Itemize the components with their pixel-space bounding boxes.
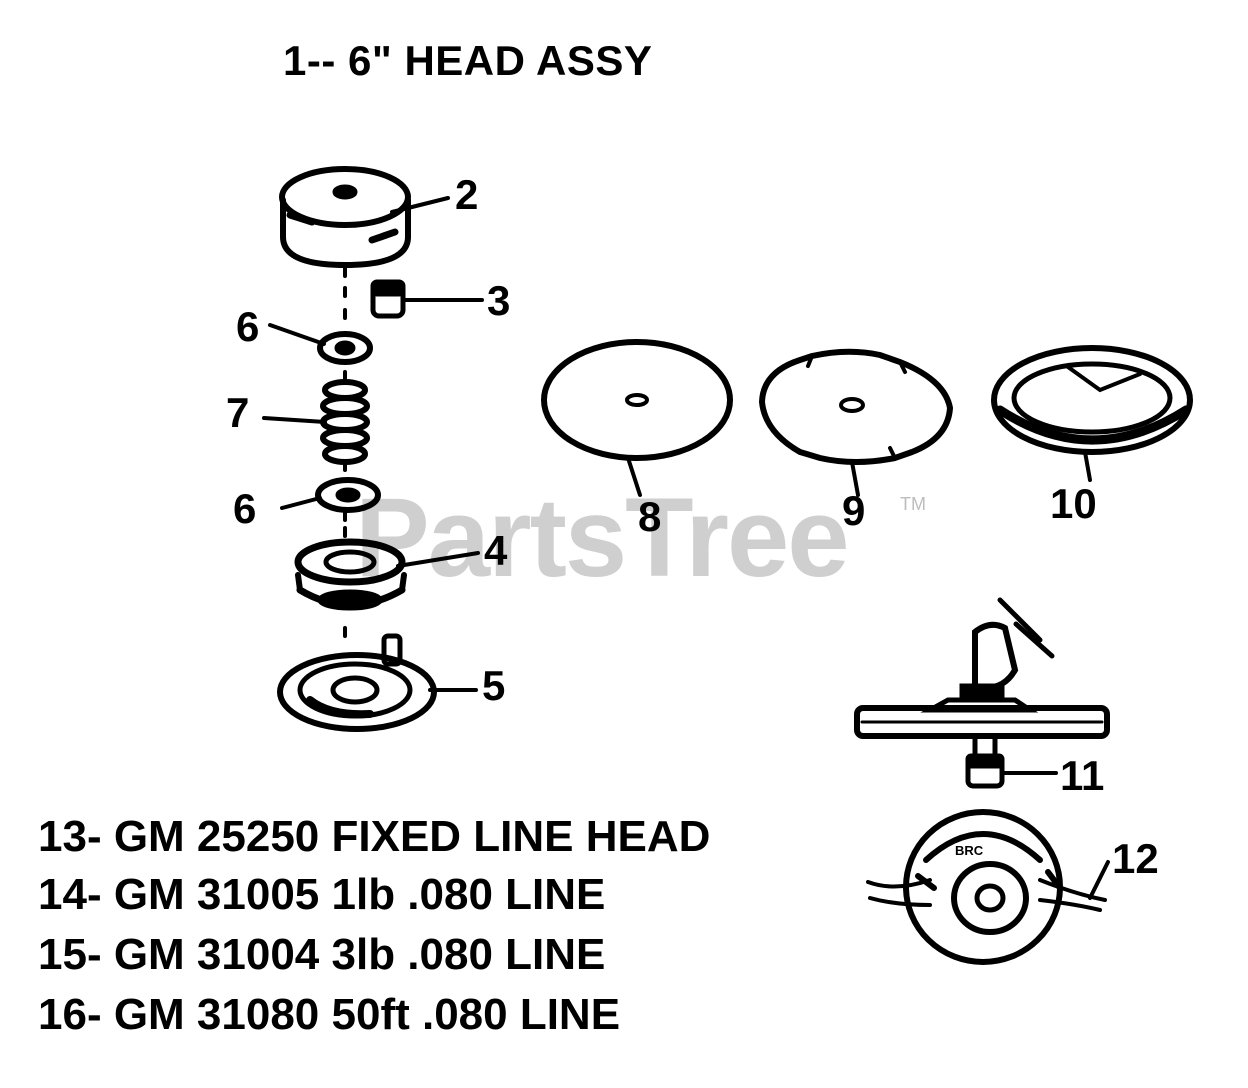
part-3-nut [370,279,406,319]
part-8-disc [541,339,733,461]
watermark-trademark: TM [900,494,926,514]
callout-6-upper: 6 [236,303,260,350]
callout-7: 7 [226,389,250,436]
callout-4: 4 [484,527,508,574]
callout-12: 12 [1112,835,1159,882]
part-6-washer-upper [317,331,373,365]
part-5-housing [277,633,437,732]
part-12-fixed-line-head [866,809,1107,965]
part-7-spring [320,379,370,465]
parts-list-item-13: 13- GM 25250 FIXED LINE HEAD [38,812,711,861]
parts-list-item-14: 14- GM 31005 1lb .080 LINE [38,870,606,919]
part-4-spool [294,538,407,611]
callout-9: 9 [842,487,866,534]
part-10-ring [991,345,1193,455]
assembled-head [854,597,1110,789]
callout-10: 10 [1050,480,1097,527]
callout-11: 11 [1060,752,1105,799]
leader-lines [262,196,1110,900]
part-6-washer-lower [315,477,381,513]
parts-list-item-16: 16- GM 31080 50ft .080 LINE [38,990,621,1039]
part-2-spool-cover [279,166,411,269]
callout-6-lower: 6 [233,485,257,532]
callout-2: 2 [455,171,479,218]
watermark: PartsTree [355,475,850,600]
callout-8: 8 [638,493,662,540]
hub-label: BRC [955,843,984,858]
callout-3: 3 [487,277,511,324]
part-9-notched-disc [758,348,954,465]
diagram-title: 1-- 6" HEAD ASSY [283,37,653,84]
callout-5: 5 [482,662,506,709]
parts-list-item-15: 15- GM 31004 3lb .080 LINE [38,930,606,979]
